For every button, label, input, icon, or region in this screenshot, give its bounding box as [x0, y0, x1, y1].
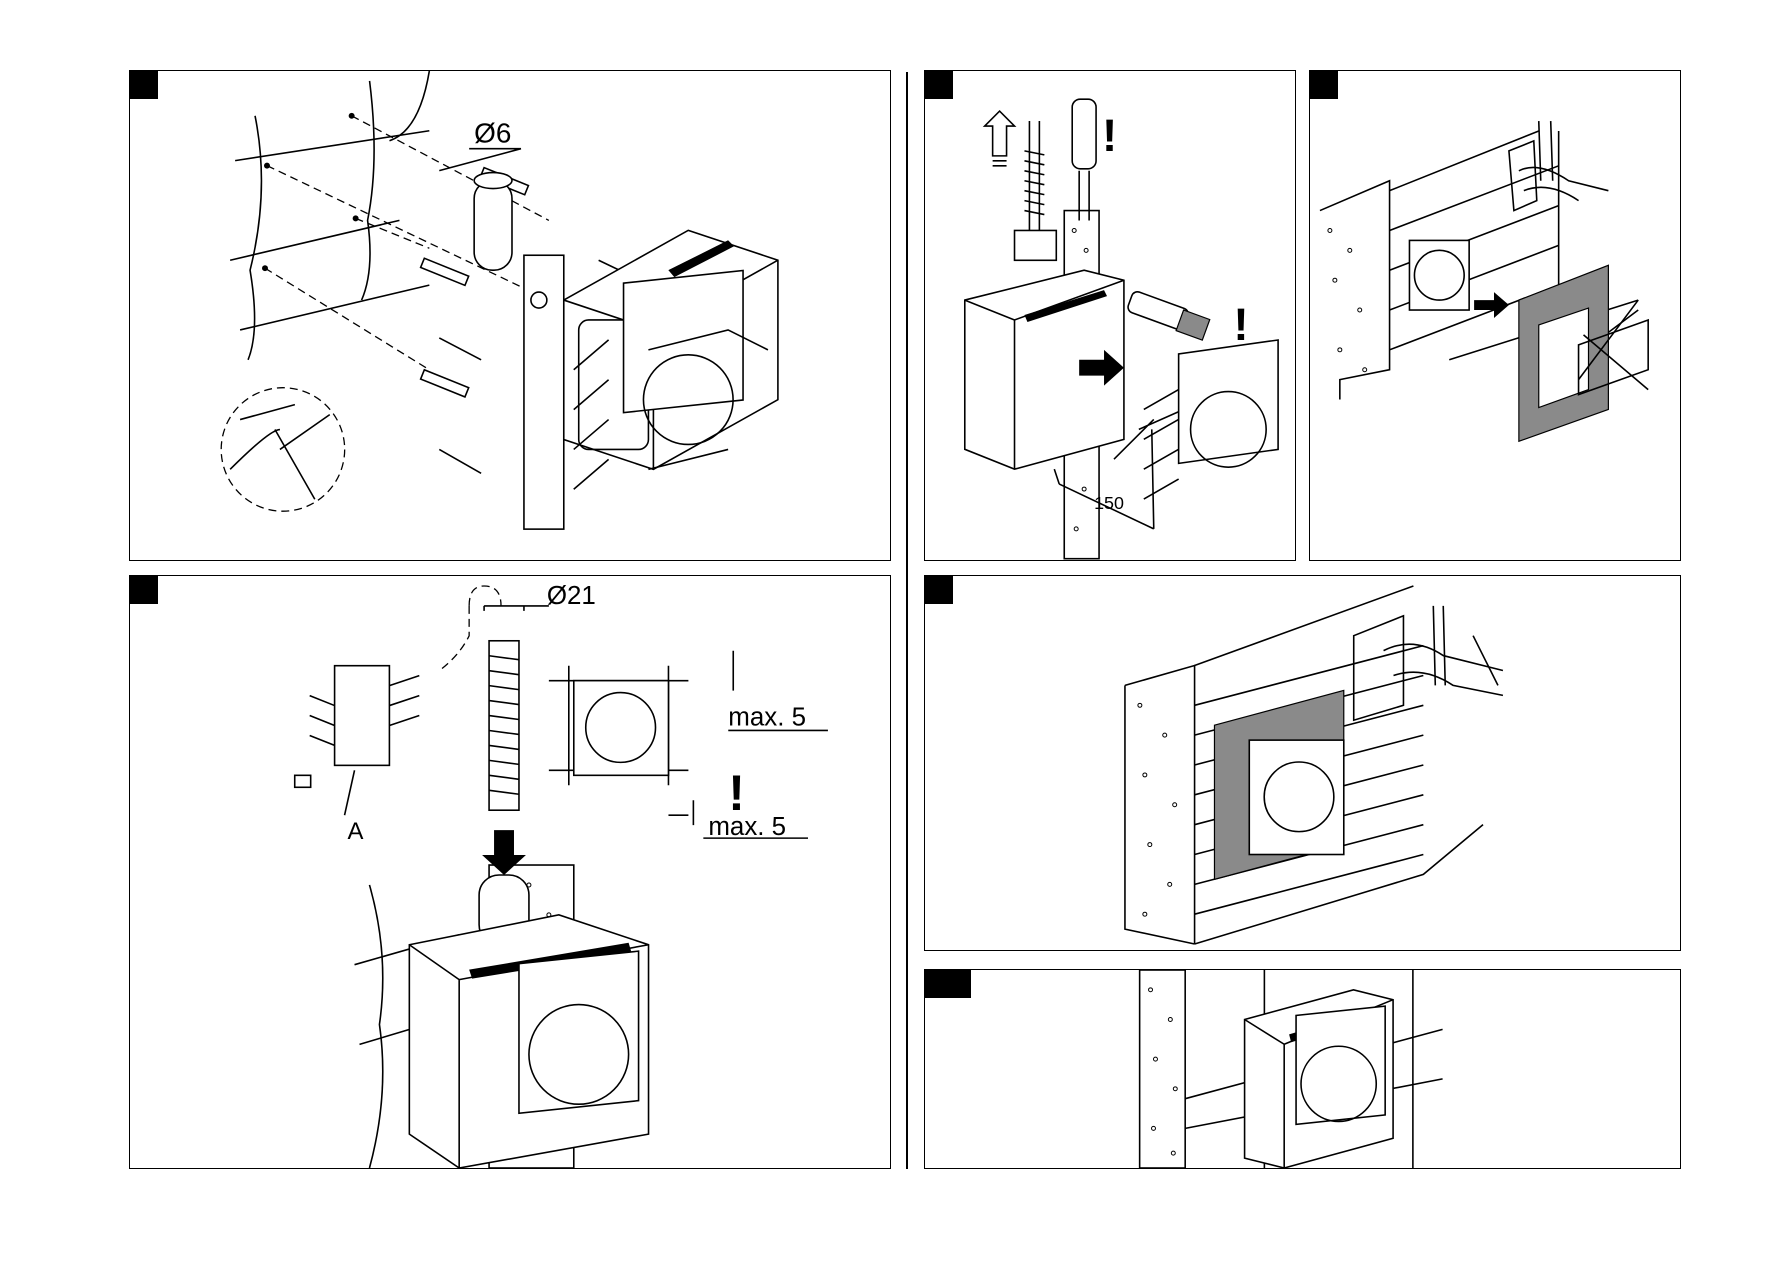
panel-step-6	[924, 969, 1681, 1169]
page-divider	[906, 72, 908, 1169]
up-arrow-icon	[985, 111, 1015, 166]
panel-step-5	[924, 575, 1681, 951]
panel-step-3	[1309, 70, 1681, 561]
warning-icon: !	[1102, 110, 1117, 161]
svg-text:!: !	[1233, 299, 1248, 350]
step-5-illustration	[925, 576, 1680, 950]
conduit-diameter-label: Ø21	[547, 582, 596, 610]
panel-step-1: Ø6	[129, 70, 891, 561]
step-6-illustration	[925, 970, 1680, 1168]
warning-icon: !	[1233, 299, 1248, 350]
step-3-illustration	[1310, 71, 1680, 560]
part-a-label: A	[348, 818, 364, 845]
drill-diameter-label: Ø6	[474, 118, 511, 149]
tolerance-horizontal-label: max. 5	[708, 813, 786, 841]
step-4-illustration: Ø21 A max. 5 ! max. 5	[130, 576, 890, 1168]
tolerance-vertical-label: max. 5	[728, 703, 806, 731]
right-arrow-icon	[1474, 292, 1509, 318]
drill-mark	[262, 113, 359, 271]
panel-step-2: ! ! 150	[924, 70, 1296, 561]
distance-label: 150	[1094, 493, 1124, 513]
panel-step-4: Ø21 A max. 5 ! max. 5	[129, 575, 891, 1169]
svg-text:!: !	[1102, 110, 1117, 161]
step-2-illustration: ! ! 150	[925, 71, 1295, 560]
step-1-illustration: Ø6	[130, 71, 890, 560]
